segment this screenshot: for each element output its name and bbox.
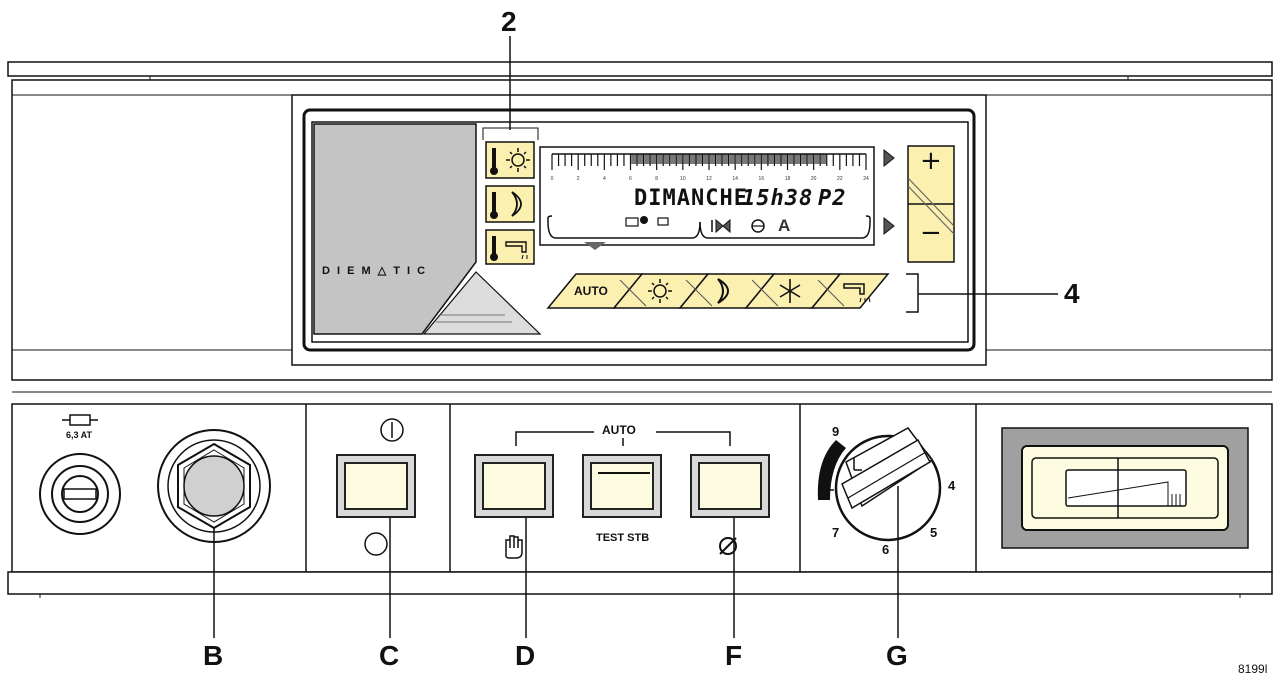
ruler-segment <box>820 154 827 164</box>
dial-number-9: 9 <box>832 424 840 439</box>
test-stb-label: TEST STB <box>596 532 650 544</box>
ruler-label: 24 <box>863 176 869 182</box>
auto-group-label: AUTO <box>602 423 636 437</box>
ruler-label: 6 <box>629 176 632 182</box>
ruler-label: 16 <box>759 176 765 182</box>
lcd-day: DIMANCHE <box>634 186 748 211</box>
comfort-temp-indicator <box>485 141 535 179</box>
ruler-segment <box>637 154 643 164</box>
ruler-segment <box>755 154 761 164</box>
safety-thermostat-reset[interactable] <box>157 429 271 543</box>
ruler-segment <box>807 154 814 164</box>
bottom-rail <box>7 571 1273 595</box>
top-rail <box>7 61 1273 77</box>
callout-d: D <box>515 640 536 671</box>
ruler-label: 22 <box>837 176 843 182</box>
snowflake-icon <box>779 279 801 303</box>
ruler-segment <box>768 154 774 164</box>
reduced-temp-indicator <box>485 185 535 223</box>
main-power-switch[interactable] <box>336 454 416 518</box>
ruler-segment <box>676 154 683 164</box>
ruler-label: 8 <box>655 176 658 182</box>
lcd-time: 15h38 <box>742 186 814 211</box>
moon-icon <box>717 278 729 304</box>
lcd-letter-a: A <box>778 216 791 235</box>
ruler-label: 20 <box>811 176 817 182</box>
dial-number-5: 5 <box>930 525 938 540</box>
fuse-rating: 6,3 AT <box>66 430 93 440</box>
ruler-segment <box>814 154 820 164</box>
ruler-segment <box>742 154 748 164</box>
ruler-segment <box>689 154 696 164</box>
brand-logo: D I E M △ T I C <box>322 265 428 277</box>
ruler-segment <box>644 154 650 164</box>
ruler-segment <box>775 154 781 164</box>
callout-g: G <box>886 640 908 671</box>
setpoint-dial[interactable] <box>834 427 942 542</box>
fuse-holder[interactable] <box>39 453 121 535</box>
boiler-icon <box>625 217 639 227</box>
ruler-segment <box>761 154 768 164</box>
minus-label: − <box>920 218 942 248</box>
ruler-segment <box>788 154 794 164</box>
ruler-segment <box>722 154 729 164</box>
dial-number-4: 4 <box>948 478 956 493</box>
tap-icon <box>843 283 871 303</box>
ruler-segment <box>683 154 689 164</box>
fuse-icon <box>62 414 98 426</box>
dial-number-6: 6 <box>882 542 890 557</box>
valve-icon <box>715 218 731 234</box>
ruler-segment <box>716 154 722 164</box>
grey-wedge <box>313 123 477 335</box>
ruler-segment <box>729 154 735 164</box>
ruler-label: 2 <box>577 176 580 182</box>
ruler-label: 4 <box>603 176 606 182</box>
power-on-symbol <box>380 418 404 442</box>
callout-b: B <box>203 640 224 671</box>
ruler-label: 10 <box>680 176 686 182</box>
pump-off-switch[interactable] <box>690 454 770 518</box>
plus-minus-control[interactable] <box>907 145 955 263</box>
callout-2: 2 <box>501 6 517 37</box>
ruler-segment <box>650 154 657 164</box>
ruler-label: 14 <box>732 176 738 182</box>
ruler-segment <box>801 154 807 164</box>
ruler-segment <box>794 154 800 164</box>
ruler-segment <box>709 154 715 164</box>
auto-arc <box>817 440 846 500</box>
ruler-segment <box>703 154 709 164</box>
ruler-segment <box>781 154 787 164</box>
dhw-mode-button[interactable] <box>810 273 890 309</box>
lcd-program: P2 <box>818 186 847 211</box>
auto-mode-label: AUTO <box>574 284 608 298</box>
ruler-segment <box>748 154 755 164</box>
ruler-segment <box>663 154 670 164</box>
ruler-segment <box>670 154 676 164</box>
manual-mode-switch[interactable] <box>474 454 554 518</box>
dial-number-7: 7 <box>832 525 840 540</box>
plus-label: + <box>920 146 942 176</box>
hand-icon <box>505 535 523 559</box>
callout-f: F <box>725 640 743 671</box>
ruler-label: 18 <box>785 176 791 182</box>
mode-button-row <box>546 273 890 309</box>
ruler-label: 12 <box>706 176 712 182</box>
ruler-segment <box>631 154 637 164</box>
figure-reference: 8199l <box>1238 662 1268 676</box>
ruler-segment <box>657 154 663 164</box>
tap-lcd-icon <box>657 217 669 226</box>
ruler-label: 0 <box>551 176 554 182</box>
test-stb-switch[interactable] <box>582 454 662 518</box>
callout-c: C <box>379 640 400 671</box>
power-off-symbol <box>364 532 388 556</box>
sun-icon <box>648 279 672 303</box>
dhw-temp-indicator <box>485 229 535 265</box>
ruler-segment <box>735 154 742 164</box>
ruler-segment <box>696 154 702 164</box>
callout-4: 4 <box>1064 278 1080 309</box>
